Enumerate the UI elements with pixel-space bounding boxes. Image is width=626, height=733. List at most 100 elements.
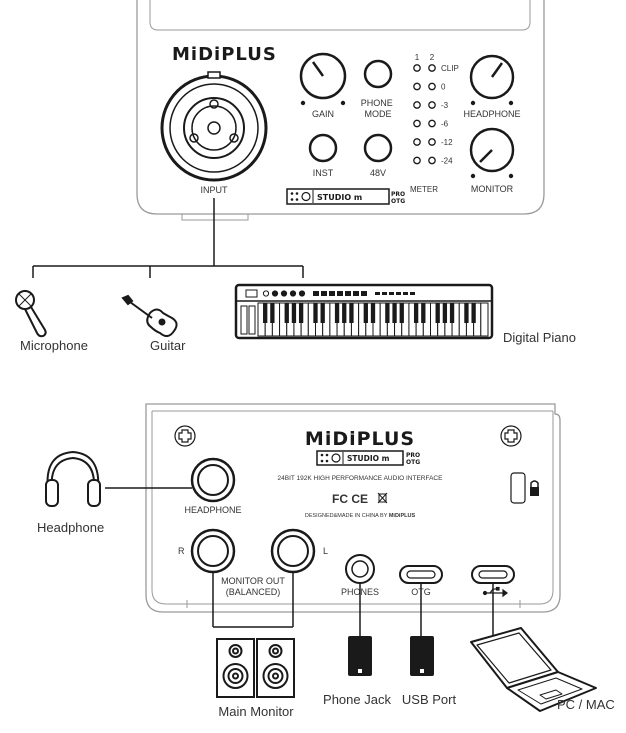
rear-subtitle: 24BIT 192K HIGH PERFORMANCE AUDIO INTERF… — [278, 475, 444, 482]
headphone-knob-label: HEADPHONE — [463, 109, 520, 119]
phones-jack[interactable] — [345, 554, 375, 584]
black-key — [349, 303, 354, 323]
black-key — [471, 303, 476, 323]
black-key — [413, 303, 419, 323]
meter-led-ch1 — [413, 119, 421, 128]
meter-level-label: CLIP — [441, 64, 459, 73]
meter-level-label: -3 — [441, 101, 449, 110]
black-key — [263, 303, 268, 323]
output-wiring — [105, 487, 494, 636]
front-brand: MiDiPLUS — [172, 44, 277, 65]
black-key — [313, 303, 318, 323]
keyboard-pad — [321, 291, 327, 296]
meter-channel-1: 1 — [415, 53, 420, 62]
black-key — [399, 303, 404, 323]
keyboard-pad — [337, 291, 343, 296]
screw-icon — [174, 425, 196, 447]
phone-mode-button[interactable] — [363, 59, 393, 89]
inst-label: INST — [313, 168, 334, 178]
meter-led-ch1 — [413, 156, 421, 165]
phone-mode-label: PHONE MODE — [361, 98, 396, 119]
monitor-out-left-jack[interactable] — [270, 528, 316, 574]
rear-badge-otg: OTG — [406, 459, 420, 466]
meter-led-ch2 — [428, 138, 436, 146]
black-key — [291, 303, 297, 323]
keyboard-knob — [298, 290, 306, 297]
front-badge-pro: PRO — [391, 191, 405, 198]
microphone-icon — [15, 290, 47, 338]
keyboard-button — [389, 292, 394, 295]
black-key — [363, 303, 368, 323]
studio-m-badge: STUDIO m PRO OTG — [286, 188, 405, 205]
rear-panel: MiDiPLUS STUDIO m PRO OTG 24BIT 192K HIG… — [145, 403, 561, 613]
meter-level-label: 0 — [441, 83, 446, 92]
monitor-volume-knob[interactable] — [469, 127, 515, 179]
input-label: INPUT — [201, 185, 229, 195]
keyboard-button — [410, 292, 415, 295]
keyboard-button — [396, 292, 401, 295]
phone-mode-line-1: PHONE — [361, 98, 393, 108]
weee-bin-icon — [377, 492, 388, 504]
rear-badge-name: STUDIO m — [347, 454, 390, 463]
keyboard-pad — [345, 291, 351, 296]
black-key — [421, 303, 426, 323]
made-in-text: DESIGNED&MADE IN CHINA BY MiDiPLUS — [305, 513, 416, 519]
front-panel: MiDiPLUS INPUT GAIN PHONE MOD — [136, 0, 545, 221]
speaker-icon — [256, 638, 295, 698]
meter-led-ch1 — [413, 101, 421, 109]
front-badge-otg: OTG — [391, 198, 405, 205]
made-in-brand: MiDiPLUS — [389, 513, 416, 519]
black-key — [392, 303, 397, 323]
monitor-out-label: MONITOR OUT — [221, 576, 285, 586]
monitor-out-sub-label: (BALANCED) — [226, 587, 281, 597]
otg-usb-c-port[interactable] — [399, 565, 443, 584]
usb-c-port[interactable] — [471, 565, 515, 584]
meter-level-label: -24 — [441, 157, 453, 166]
headphone-volume-knob[interactable] — [469, 54, 515, 106]
rear-badge-pro: PRO — [406, 452, 420, 459]
black-key — [270, 303, 275, 323]
phantom-power-button[interactable] — [363, 133, 393, 163]
black-key — [385, 303, 390, 323]
meter-led-ch2 — [428, 82, 436, 91]
keyboard-button — [375, 292, 380, 295]
rear-headphone-label: HEADPHONE — [184, 505, 241, 515]
phone-jack-label: Phone Jack — [323, 692, 391, 707]
phone-icon — [348, 636, 372, 676]
headphone-icon — [45, 450, 101, 507]
black-key — [442, 303, 448, 323]
combo-input-jack[interactable] — [160, 71, 268, 182]
black-key — [464, 303, 469, 323]
meter-led-ch1 — [413, 64, 421, 72]
meter-level-label: -6 — [441, 120, 449, 129]
input-wiring — [32, 198, 304, 278]
meter-led-ch1 — [413, 82, 421, 91]
meter-channel-2: 2 — [430, 53, 435, 62]
keyboard-button — [382, 292, 387, 295]
digital-piano-label: Digital Piano — [503, 330, 576, 345]
keyboard-knob — [262, 290, 270, 297]
laptop-icon — [470, 627, 597, 712]
guitar-label: Guitar — [150, 338, 186, 353]
keyboard-pad — [353, 291, 359, 296]
cert-marks: FC CE — [332, 492, 368, 506]
headphone-output-jack[interactable] — [190, 457, 236, 503]
rear-studio-m-badge: STUDIO m PRO OTG — [316, 450, 420, 466]
black-key — [370, 303, 376, 323]
meter-led-ch2 — [428, 64, 436, 72]
keyboard-knob — [289, 290, 297, 297]
usb-icon — [482, 586, 508, 598]
monitor-out-right-jack[interactable] — [190, 528, 236, 574]
channel-r-label: R — [178, 546, 185, 556]
black-key — [449, 303, 455, 323]
black-key — [435, 303, 440, 323]
monitor-knob-label: MONITOR — [471, 184, 514, 194]
screw-icon — [500, 425, 522, 447]
meter-led-ch1 — [413, 138, 421, 146]
gain-knob[interactable] — [299, 52, 347, 106]
keyboard-pad — [313, 291, 319, 296]
speaker-icon — [216, 638, 255, 698]
inst-button[interactable] — [308, 133, 338, 163]
